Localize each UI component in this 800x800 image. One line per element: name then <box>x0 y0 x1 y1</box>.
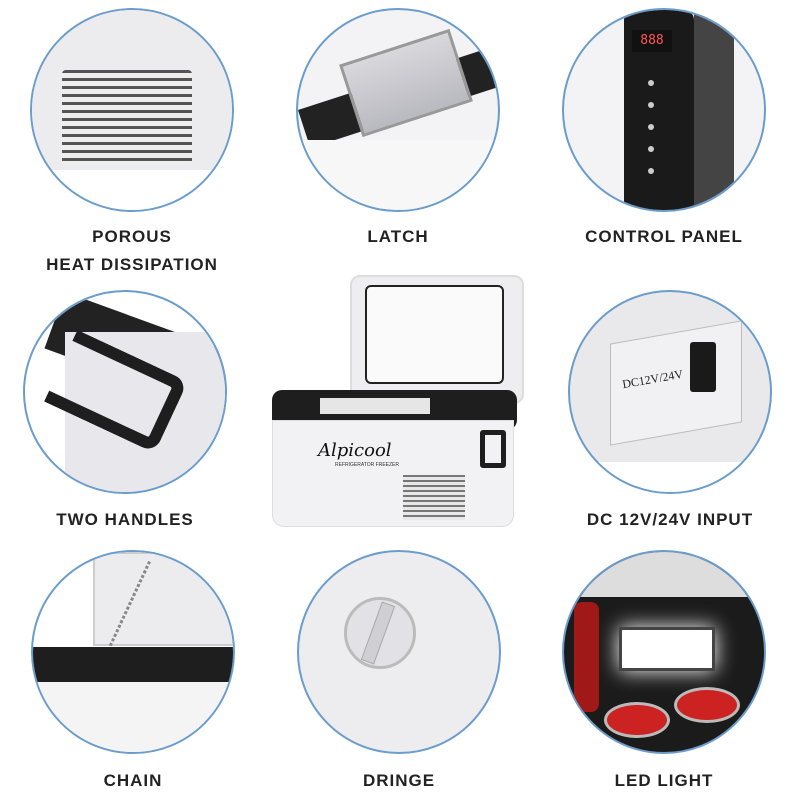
label-dringe: DRINGE <box>269 767 529 795</box>
label-line: DRINGE <box>362 771 436 790</box>
label-dc-input: DC 12V/24V INPUT <box>540 506 800 534</box>
label-line: HEAT DISSIPATION <box>46 255 218 274</box>
led-light-icon <box>619 627 715 671</box>
label-control-panel: CONTROL PANEL <box>534 223 794 251</box>
label-porous: POROUS HEAT DISSIPATION <box>2 223 262 279</box>
label-line: DC 12V/24V INPUT <box>586 510 754 529</box>
chain-circle <box>31 550 235 754</box>
label-line: LED LIGHT <box>614 771 714 790</box>
brand-tagline: REFRIGERATOR FREEZER <box>335 462 399 468</box>
display: 888 <box>632 30 672 52</box>
label-line: LATCH <box>367 227 429 246</box>
drain-circle <box>297 550 501 754</box>
power-socket-icon <box>690 342 716 392</box>
label-handles: TWO HANDLES <box>0 506 255 534</box>
handles-circle <box>23 290 227 494</box>
cooler-product-image: Alpicool REFRIGERATOR FREEZER <box>270 270 524 530</box>
latch-circle <box>296 8 500 212</box>
label-led-light: LED LIGHT <box>534 767 794 795</box>
control-panel-circle: 888 <box>562 8 766 212</box>
label-line: CONTROL PANEL <box>585 227 743 246</box>
porous-vent-circle <box>30 8 234 212</box>
latch-icon <box>339 28 473 138</box>
label-latch: LATCH <box>268 223 528 251</box>
label-chain: CHAIN <box>3 767 263 795</box>
label-line: TWO HANDLES <box>56 510 194 529</box>
label-line: POROUS <box>92 227 172 246</box>
led-light-circle <box>562 550 766 754</box>
dc-input-circle: DC12V/24V <box>568 290 772 494</box>
label-line: CHAIN <box>103 771 163 790</box>
brand-logo: Alpicool <box>318 440 392 461</box>
vent-grille-icon <box>62 70 192 165</box>
button-dots-icon <box>648 80 654 86</box>
